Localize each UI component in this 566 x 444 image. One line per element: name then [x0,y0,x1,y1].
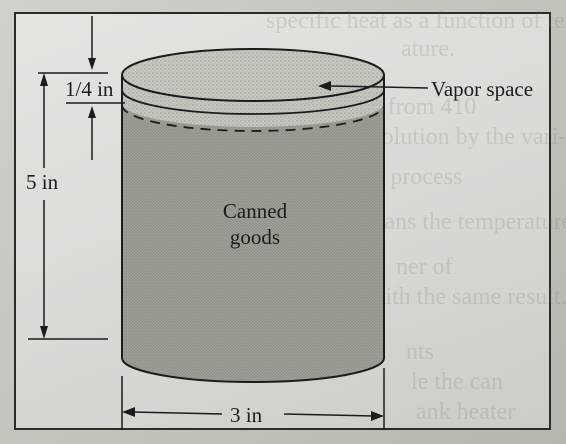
can-top-rim [121,48,385,102]
liquid-surface-dashed [121,104,385,132]
bleed-through-text-2: ature. [401,36,455,62]
liquid-surface-front [121,89,385,115]
vapor-space-leader [329,85,429,89]
bleed-through-text-1: specific heat as a function of temp- [266,8,566,34]
headspace-label: 1/4 in [65,77,114,101]
diameter-label: 3 in [230,403,263,427]
headspace-arrow-up [88,106,96,118]
vapor-space-label: Vapor space [431,77,534,101]
contents-label-line2: goods [229,225,281,250]
height-label: 5 in [26,170,59,194]
bleed-through-text-9: nts [406,339,435,365]
diameter-arrow-right [371,411,384,421]
can-bottom-rim [121,357,385,383]
diameter-line-left [131,411,223,415]
diameter-arrow-left [122,407,135,417]
height-arrow-up [40,73,48,86]
vapor-space-arrow [318,81,331,91]
contents-label-line1: Canned [222,199,288,223]
can-body [122,87,384,382]
headspace-arrow-down [88,58,96,70]
bleed-through-text-11: ank heater [416,399,516,425]
bleed-through-text-6: l cans the temperature [361,209,566,235]
bleed-through-text-7: ner of [396,254,453,280]
height-arrow-down [40,326,48,339]
diameter-line-right [283,413,375,417]
bleed-through-text-10: le the can [411,369,503,395]
contents-label: Canned goods [213,198,297,251]
